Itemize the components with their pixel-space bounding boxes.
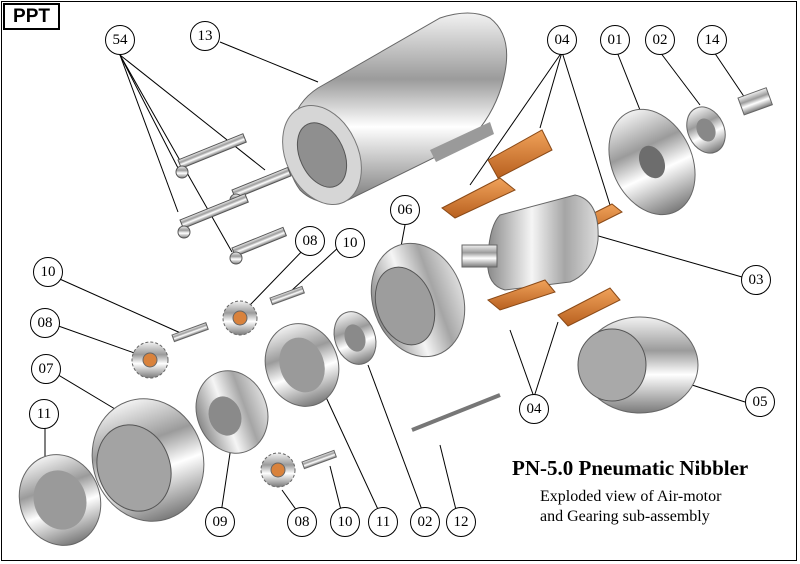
end-plate-01: [608, 108, 696, 216]
vanes-04-bottom: [487, 279, 621, 327]
sleeve-05: [577, 316, 699, 414]
part-label-54: 54: [105, 25, 135, 55]
bearing-11-left: [18, 454, 102, 546]
part-label-04-bottom: 04: [519, 394, 549, 424]
part-label-07: 07: [31, 354, 61, 384]
ring-gear-07: [91, 398, 205, 522]
part-label-11-mid: 11: [368, 507, 398, 537]
brand-badge: PPT: [3, 3, 60, 30]
diagram-title: PN-5.0 Pneumatic Nibbler: [512, 456, 749, 480]
part-label-09: 09: [205, 507, 235, 537]
part-label-14: 14: [697, 25, 727, 55]
part-label-08-left: 08: [30, 308, 60, 338]
part-label-02-mid: 02: [410, 507, 440, 537]
carrier-09: [195, 370, 269, 454]
leader-lines: [44, 41, 750, 521]
housing-13: [282, 12, 508, 206]
bearing-02-mid: [333, 311, 377, 365]
part-label-10-mid: 10: [335, 228, 365, 258]
part-label-03: 03: [741, 265, 771, 295]
rotor-03: [461, 194, 599, 291]
bolts-54: [175, 133, 292, 265]
part-label-10-left: 10: [33, 257, 63, 287]
diagram-subtitle-line2: and Gearing sub-assembly: [540, 508, 710, 525]
bearing-11-mid: [264, 323, 340, 407]
ring-06: [370, 242, 466, 358]
rod-12: [411, 393, 501, 432]
part-label-13: 13: [190, 21, 220, 51]
part-label-05: 05: [745, 387, 775, 417]
diagram-subtitle-line1: Exploded view of Air-motor: [540, 488, 722, 505]
part-label-10-bottom: 10: [330, 507, 360, 537]
part-label-11-left: 11: [29, 399, 59, 429]
part-label-08-bottom: 08: [287, 507, 317, 537]
part-label-12: 12: [446, 507, 476, 537]
part-label-04-top: 04: [547, 25, 577, 55]
pins-10: [171, 285, 337, 470]
part-label-02-right: 02: [645, 25, 675, 55]
bearing-02-right: [686, 106, 726, 154]
key-14: [737, 87, 773, 116]
planet-gears-08: [131, 300, 296, 488]
part-label-06: 06: [390, 195, 420, 225]
part-label-08-mid: 08: [295, 226, 325, 256]
part-label-01: 01: [600, 25, 630, 55]
